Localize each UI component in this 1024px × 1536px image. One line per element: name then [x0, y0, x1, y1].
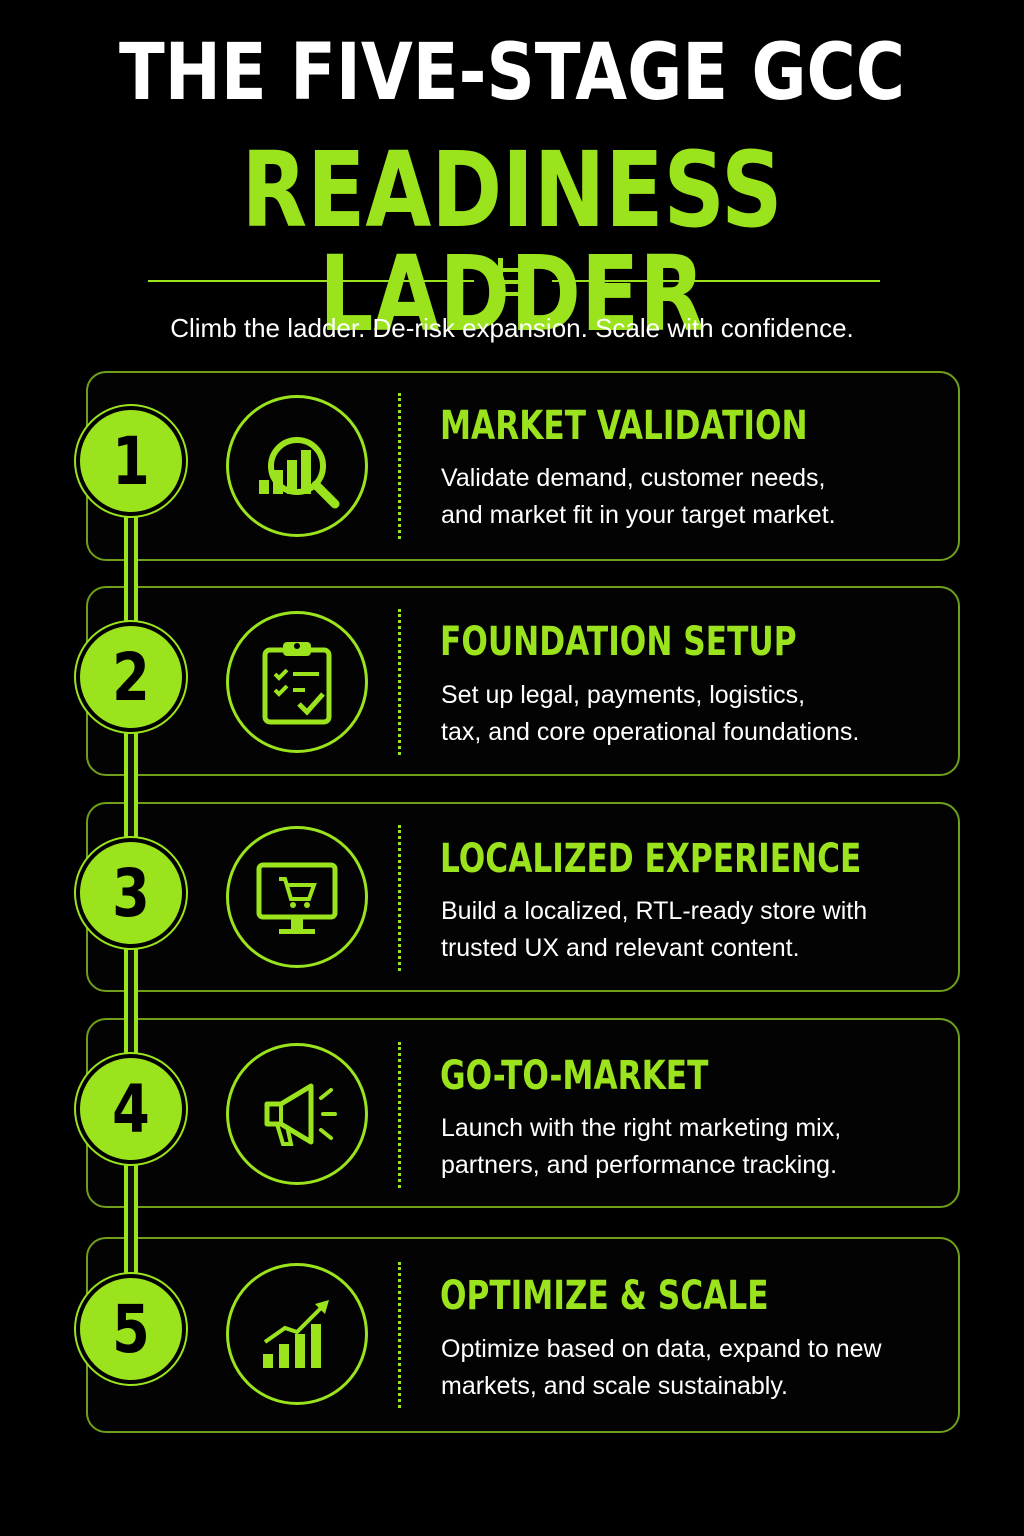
- ladder-icon: [498, 258, 526, 302]
- stage-description-2-line-2: tax, and core operational foundations.: [441, 718, 860, 746]
- stage-number-1: 1: [76, 406, 186, 516]
- stage-description-4-line-2: partners, and performance tracking.: [441, 1151, 838, 1179]
- stage-description-1: Validate demand, customer needs, and mar…: [441, 460, 941, 534]
- stage-number-5: 5: [76, 1274, 186, 1384]
- stage-description-5-line-1: Optimize based on data, expand to new: [441, 1335, 882, 1363]
- separator-3: [398, 825, 401, 971]
- market-research-icon: [226, 395, 368, 537]
- divider-right: [552, 280, 880, 282]
- stage-description-4-line-1: Launch with the right marketing mix,: [441, 1114, 842, 1142]
- stage-description-2: Set up legal, payments, logistics, tax, …: [441, 677, 941, 751]
- tagline: Climb the ladder. De-risk expansion. Sca…: [170, 313, 854, 343]
- title-line-1: THE FIVE-STAGE GCC: [119, 28, 905, 118]
- stage-description-3-line-1: Build a localized, RTL-ready store with: [441, 897, 868, 925]
- stage-number-4: 4: [76, 1054, 186, 1164]
- clipboard-checklist-icon: [226, 611, 368, 753]
- stage-number-2: 2: [76, 622, 186, 732]
- separator-4: [398, 1042, 401, 1188]
- stage-description-1-line-2: and market fit in your target market.: [441, 501, 836, 529]
- stage-title-4: GO-TO-MARKET: [440, 1053, 709, 1099]
- separator-2: [398, 609, 401, 755]
- separator-5: [398, 1262, 401, 1408]
- stage-description-2-line-1: Set up legal, payments, logistics,: [441, 681, 806, 709]
- stage-title-5: OPTIMIZE & SCALE: [440, 1273, 769, 1319]
- stage-description-3: Build a localized, RTL-ready store with …: [441, 893, 941, 967]
- stage-description-5-line-2: markets, and scale sustainably.: [441, 1372, 788, 1400]
- stage-title-1: MARKET VALIDATION: [440, 403, 808, 449]
- stage-title-2: FOUNDATION SETUP: [440, 619, 797, 665]
- stage-description-1-line-1: Validate demand, customer needs,: [441, 464, 826, 492]
- stage-number-3: 3: [76, 838, 186, 948]
- monitor-cart-icon: [226, 826, 368, 968]
- divider-left: [148, 280, 474, 282]
- stage-title-3: LOCALIZED EXPERIENCE: [440, 836, 862, 882]
- separator-1: [398, 393, 401, 539]
- megaphone-icon: [226, 1043, 368, 1185]
- growth-chart-icon: [226, 1263, 368, 1405]
- stage-description-4: Launch with the right marketing mix, par…: [441, 1110, 941, 1184]
- stage-description-5: Optimize based on data, expand to new ma…: [441, 1331, 941, 1405]
- stage-description-3-line-2: trusted UX and relevant content.: [441, 934, 800, 962]
